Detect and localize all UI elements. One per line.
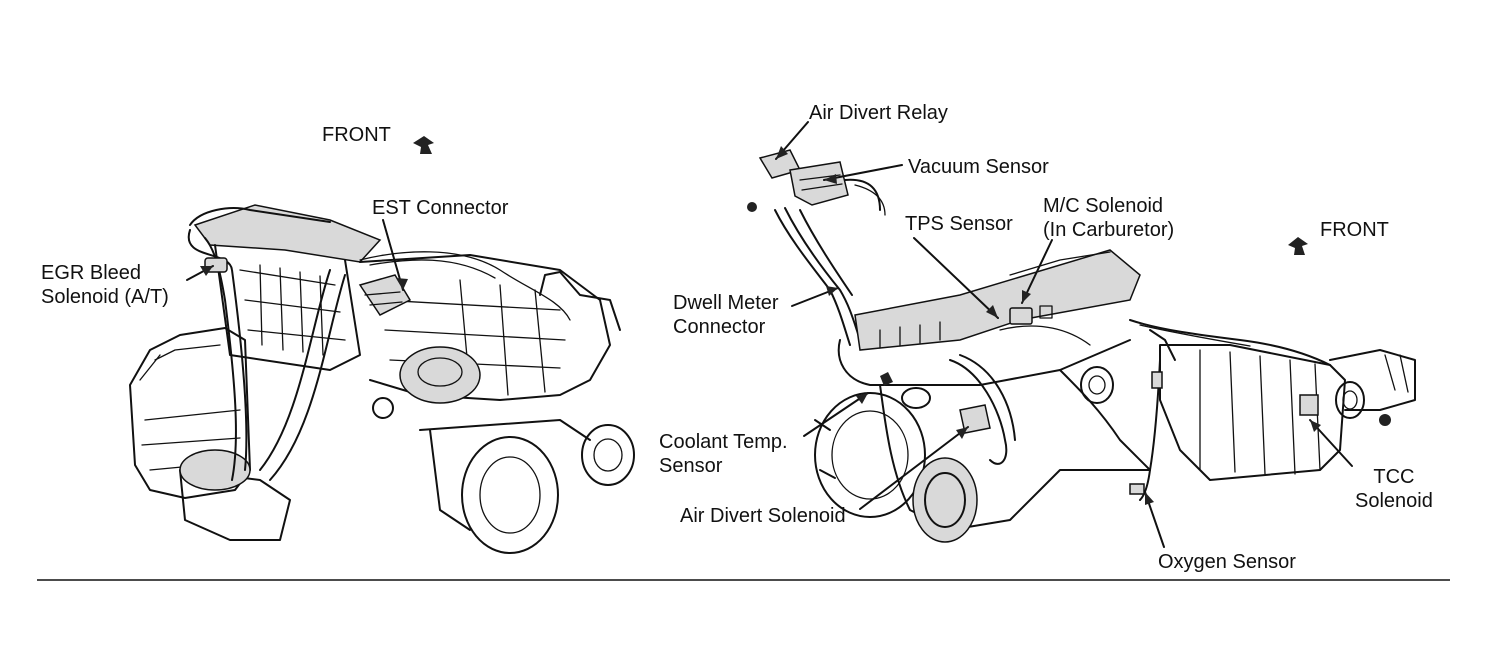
dwell-label-line2: Connector <box>673 316 766 338</box>
mc-solenoid-label: M/C Solenoid (In Carburetor) <box>1043 194 1174 242</box>
left-front-arrow-icon <box>413 136 434 154</box>
coolant-label-line2: Sensor <box>659 455 723 477</box>
tps-sensor-label: TPS Sensor <box>905 213 1013 235</box>
left-front-label: FRONT <box>322 124 391 146</box>
egr-label-line2: Solenoid (A/T) <box>41 286 169 308</box>
tcc-label-line2: Solenoid <box>1355 490 1433 512</box>
right-engine-illustration <box>747 149 1416 543</box>
right-leader-lines <box>775 121 1353 548</box>
left-engine-illustration <box>129 204 635 554</box>
egr-label-line1: EGR Bleed <box>41 262 142 284</box>
air-divert-relay-label: Air Divert Relay <box>809 102 948 124</box>
air-divert-solenoid-label: Air Divert Solenoid <box>680 505 846 527</box>
dwell-meter-connector-label: Dwell Meter Connector <box>673 291 779 339</box>
right-front-label: FRONT <box>1320 219 1389 241</box>
tcc-solenoid-label: TCC Solenoid <box>1355 465 1433 513</box>
est-connector-label: EST Connector <box>372 197 509 219</box>
mc-label-line1: M/C Solenoid <box>1043 195 1164 217</box>
left-leader-lines <box>186 219 408 291</box>
coolant-label-line1: Coolant Temp. <box>659 431 788 453</box>
dwell-label-line1: Dwell Meter <box>673 292 779 314</box>
egr-bleed-solenoid-label: EGR Bleed Solenoid (A/T) <box>41 261 169 309</box>
right-front-arrow-icon <box>1288 237 1308 255</box>
oxygen-sensor-label: Oxygen Sensor <box>1158 551 1296 573</box>
mc-label-line2: (In Carburetor) <box>1043 219 1175 241</box>
vacuum-sensor-label: Vacuum Sensor <box>908 156 1049 178</box>
tcc-label-line1: TCC <box>1373 466 1415 488</box>
coolant-temp-sensor-label: Coolant Temp. Sensor <box>659 430 788 478</box>
